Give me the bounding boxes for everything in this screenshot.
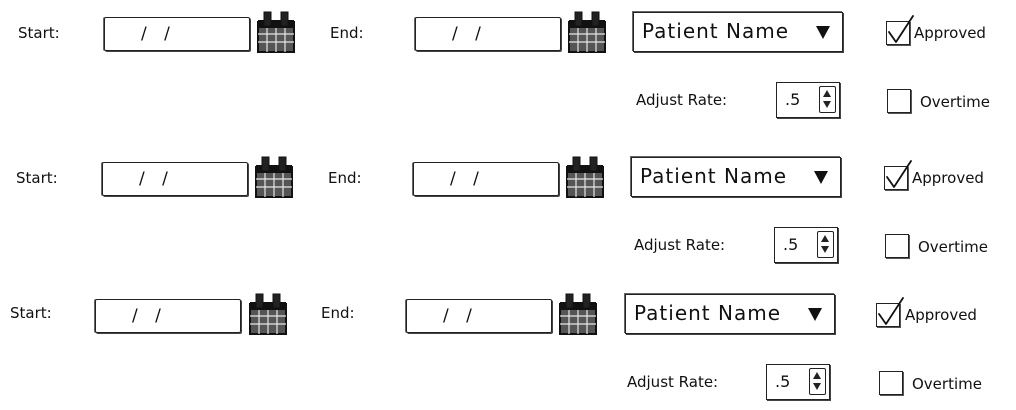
end-label: End:	[321, 304, 355, 322]
approved-label: Approved	[914, 24, 986, 42]
adjust-rate-value: .5	[775, 372, 791, 391]
start-calendar-icon[interactable]	[254, 155, 294, 199]
start-label: Start:	[10, 304, 52, 322]
start-calendar-icon[interactable]	[256, 10, 296, 54]
end-date-input[interactable]: / /	[413, 162, 559, 196]
patient-name-select[interactable]: Patient Name	[625, 294, 835, 334]
adjust-rate-label: Adjust Rate:	[634, 236, 726, 254]
spin-arrows-icon[interactable]	[819, 86, 836, 113]
overtime-checkbox[interactable]	[885, 234, 909, 258]
approved-label: Approved	[905, 306, 977, 324]
approved-checkbox[interactable]	[876, 297, 904, 327]
end-date-input[interactable]: / /	[415, 17, 561, 51]
end-date-value: / /	[450, 169, 485, 189]
patient-name-value: Patient Name	[642, 19, 789, 43]
start-date-value: / /	[139, 169, 174, 189]
spin-arrows-icon[interactable]	[809, 368, 826, 395]
patient-name-value: Patient Name	[640, 164, 787, 188]
start-date-value: / /	[141, 24, 176, 44]
overtime-checkbox[interactable]	[887, 89, 911, 113]
start-date-input[interactable]: / /	[102, 162, 248, 196]
patient-name-select[interactable]: Patient Name	[631, 157, 841, 197]
end-calendar-icon[interactable]	[558, 292, 598, 336]
adjust-rate-label: Adjust Rate:	[627, 373, 719, 391]
adjust-rate-value: .5	[783, 235, 799, 254]
end-label: End:	[330, 24, 364, 42]
patient-name-value: Patient Name	[634, 301, 781, 325]
overtime-label: Overtime	[920, 93, 990, 111]
adjust-rate-value: .5	[785, 90, 801, 109]
approved-label: Approved	[912, 169, 984, 187]
adjust-rate-label: Adjust Rate:	[636, 91, 728, 109]
check-icon	[878, 297, 904, 325]
end-date-input[interactable]: / /	[406, 299, 552, 333]
adjust-rate-stepper[interactable]: .5	[774, 227, 838, 263]
adjust-rate-stepper[interactable]: .5	[776, 82, 840, 118]
start-date-input[interactable]: / /	[95, 299, 241, 333]
overtime-checkbox[interactable]	[879, 371, 903, 395]
start-date-input[interactable]: / /	[104, 17, 250, 51]
start-label: Start:	[18, 24, 60, 42]
patient-name-select[interactable]: Patient Name	[633, 12, 843, 52]
adjust-rate-stepper[interactable]: .5	[766, 364, 830, 400]
start-date-value: / /	[132, 306, 167, 326]
check-icon	[886, 160, 912, 188]
spin-arrows-icon[interactable]	[817, 231, 834, 258]
chevron-down-icon	[816, 26, 830, 39]
end-date-value: / /	[452, 24, 487, 44]
approved-checkbox[interactable]	[884, 160, 912, 190]
start-calendar-icon[interactable]	[248, 292, 288, 336]
overtime-label: Overtime	[918, 238, 988, 256]
end-label: End:	[328, 169, 362, 187]
start-label: Start:	[16, 169, 58, 187]
chevron-down-icon	[814, 171, 828, 184]
approved-checkbox[interactable]	[886, 15, 914, 45]
check-icon	[888, 15, 914, 43]
overtime-label: Overtime	[912, 375, 982, 393]
end-calendar-icon[interactable]	[567, 10, 607, 54]
end-calendar-icon[interactable]	[565, 155, 605, 199]
chevron-down-icon	[808, 308, 822, 321]
end-date-value: / /	[443, 306, 478, 326]
